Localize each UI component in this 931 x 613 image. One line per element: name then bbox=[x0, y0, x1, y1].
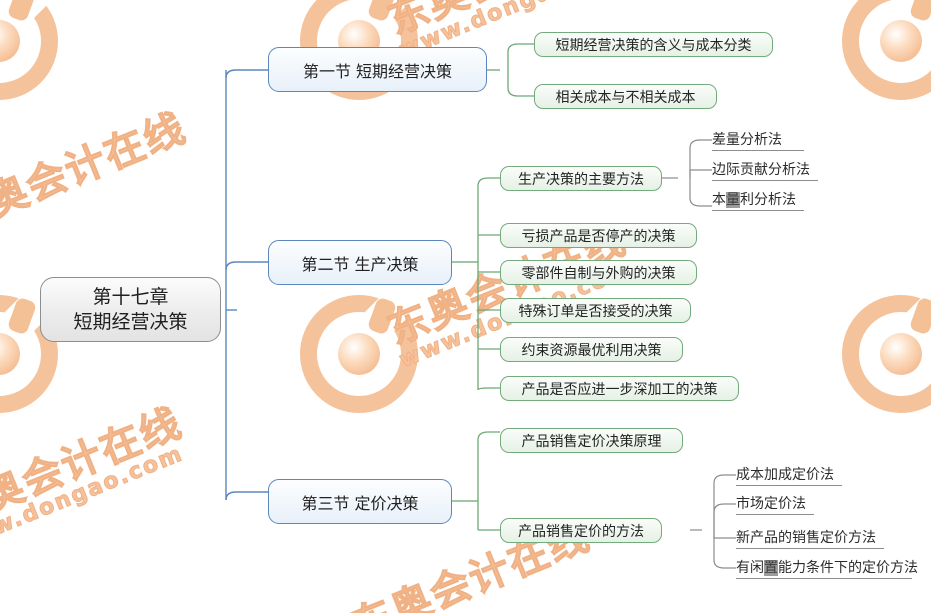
leaf-node[interactable]: 产品销售定价的方法 bbox=[500, 518, 662, 543]
leaf-label: 生产决策的主要方法 bbox=[518, 171, 644, 188]
text-node[interactable]: 市场定价法 bbox=[736, 492, 814, 515]
section-label: 第三节 定价决策 bbox=[301, 493, 419, 513]
leaf-node[interactable]: 约束资源最优利用决策 bbox=[500, 337, 683, 362]
section-label: 第二节 生产决策 bbox=[301, 254, 419, 274]
text-node[interactable]: 有闲置能力条件下的定价方法 bbox=[736, 556, 918, 579]
leaf-label: 特殊订单是否接受的决策 bbox=[518, 303, 673, 320]
text-node-label: 新产品的销售定价方法 bbox=[736, 529, 876, 546]
text-node-label: 边际贡献分析法 bbox=[712, 161, 810, 178]
leaf-node[interactable]: 特殊订单是否接受的决策 bbox=[500, 298, 691, 323]
leaf-label: 相关成本与不相关成本 bbox=[555, 89, 696, 106]
text-node-label: 差量分析法 bbox=[712, 131, 782, 148]
leaf-label: 产品销售定价决策原理 bbox=[521, 433, 662, 450]
leaf-node[interactable]: 生产决策的主要方法 bbox=[500, 166, 662, 191]
leaf-node[interactable]: 零部件自制与外购的决策 bbox=[500, 260, 697, 285]
text-node[interactable]: 成本加成定价法 bbox=[736, 463, 842, 486]
root-node[interactable]: 第十七章 短期经营决策 bbox=[40, 277, 221, 342]
text-node-label: 本量利分析法 bbox=[712, 191, 796, 208]
text-node[interactable]: 本量利分析法 bbox=[712, 188, 804, 211]
leaf-label: 产品是否应进一步深加工的决策 bbox=[521, 381, 718, 398]
text-node[interactable]: 边际贡献分析法 bbox=[712, 158, 818, 181]
leaf-label: 亏损产品是否停产的决策 bbox=[521, 228, 676, 245]
leaf-node[interactable]: 产品是否应进一步深加工的决策 bbox=[500, 376, 739, 401]
leaf-node[interactable]: 亏损产品是否停产的决策 bbox=[500, 223, 697, 248]
root-line-1: 第十七章 bbox=[92, 285, 169, 308]
root-line-2: 短期经营决策 bbox=[73, 310, 188, 333]
leaf-label: 产品销售定价的方法 bbox=[518, 523, 644, 540]
text-node[interactable]: 新产品的销售定价方法 bbox=[736, 526, 884, 549]
section-node-3[interactable]: 第三节 定价决策 bbox=[268, 479, 452, 524]
text-node-label: 市场定价法 bbox=[736, 495, 806, 512]
section-label: 第一节 短期经营决策 bbox=[302, 61, 453, 81]
section-node-2[interactable]: 第二节 生产决策 bbox=[268, 240, 452, 285]
leaf-label: 约束资源最优利用决策 bbox=[521, 342, 662, 359]
leaf-node[interactable]: 短期经营决策的含义与成本分类 bbox=[534, 32, 773, 57]
leaf-label: 零部件自制与外购的决策 bbox=[521, 265, 676, 282]
text-node[interactable]: 差量分析法 bbox=[712, 128, 804, 151]
text-node-label: 有闲置能力条件下的定价方法 bbox=[736, 559, 918, 576]
section-node-1[interactable]: 第一节 短期经营决策 bbox=[268, 47, 487, 92]
text-node-label: 成本加成定价法 bbox=[736, 466, 834, 483]
leaf-node[interactable]: 产品销售定价决策原理 bbox=[500, 428, 683, 453]
leaf-node[interactable]: 相关成本与不相关成本 bbox=[534, 84, 717, 109]
leaf-label: 短期经营决策的含义与成本分类 bbox=[555, 37, 752, 54]
